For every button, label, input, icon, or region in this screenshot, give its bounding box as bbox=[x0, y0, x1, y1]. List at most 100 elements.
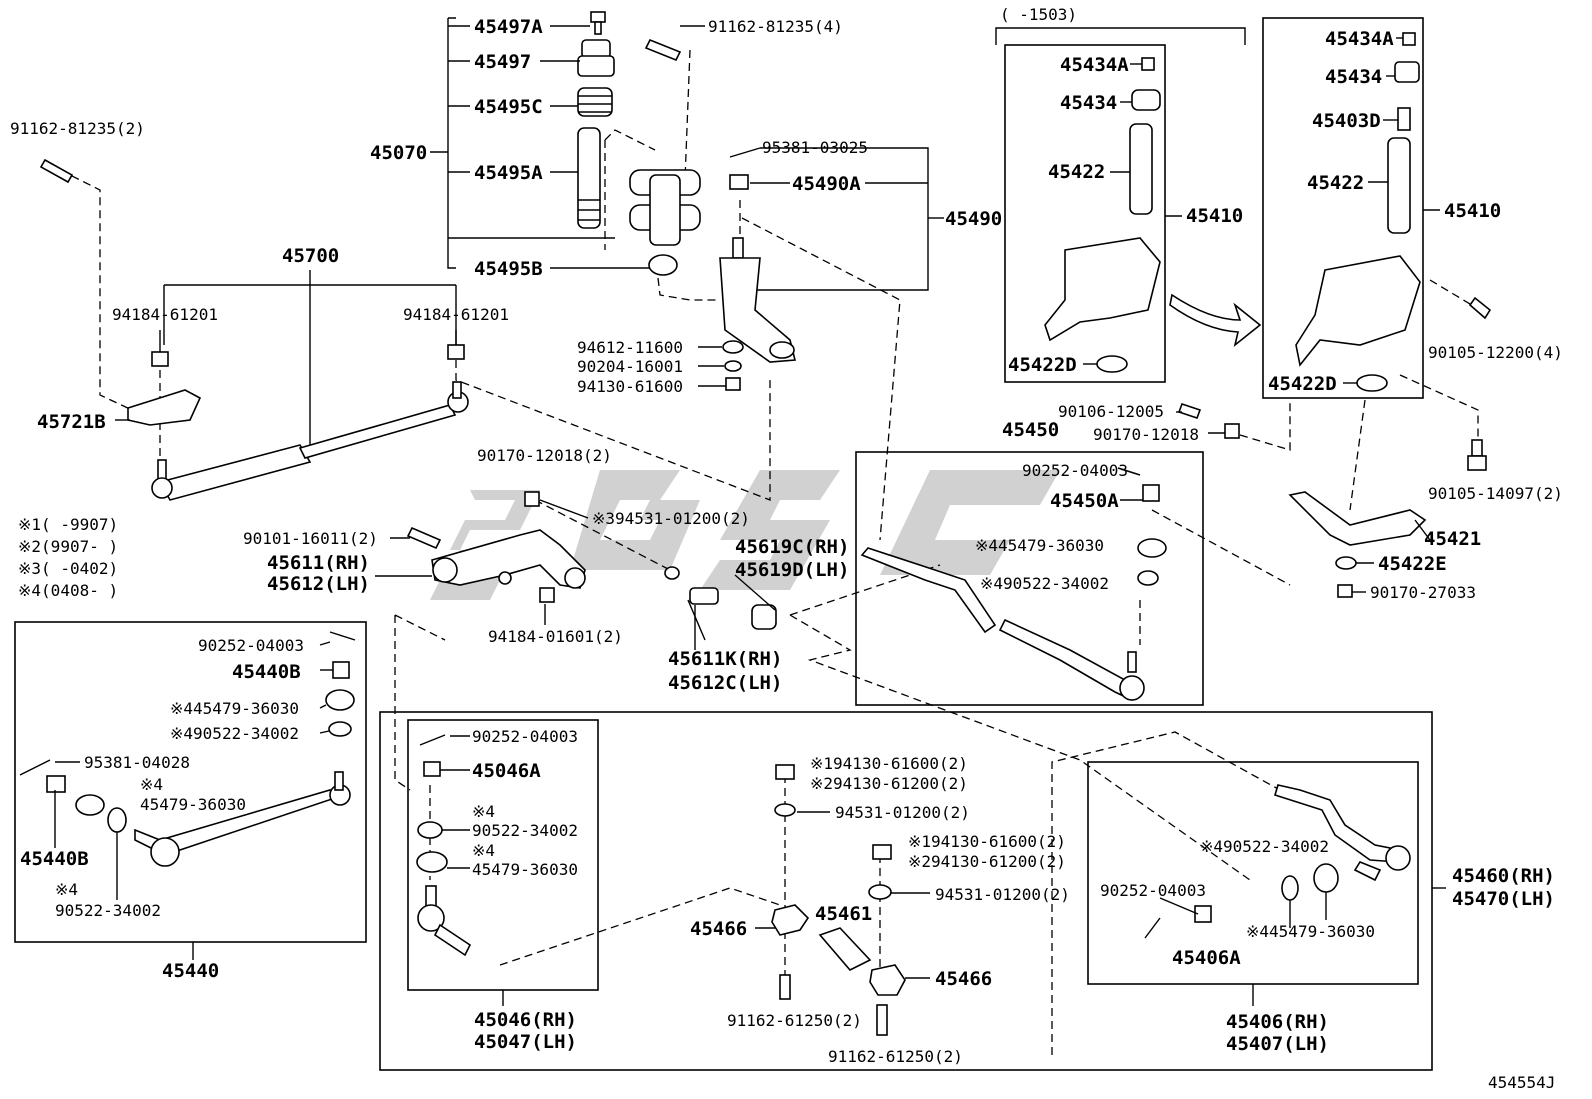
boot-icon bbox=[416, 851, 448, 873]
bolt-icon bbox=[779, 974, 791, 1000]
label-94612-11600[interactable]: 94612-11600 bbox=[577, 338, 683, 357]
label-45497A[interactable]: 45497A bbox=[474, 16, 543, 38]
label-490522-34002-b[interactable]: ※490522-34002 bbox=[1200, 837, 1329, 856]
boot-icon bbox=[1313, 863, 1339, 893]
label-90522-34002-b[interactable]: 90522-34002 bbox=[472, 821, 578, 840]
label-194130-61600-a[interactable]: ※194130-61600(2) bbox=[810, 754, 968, 773]
label-445479-36030-b[interactable]: ※445479-36030 bbox=[1246, 922, 1375, 941]
adjusting-tube-icon bbox=[818, 927, 872, 971]
label-90105-12200[interactable]: 90105-12200(4) bbox=[1428, 343, 1563, 362]
damper-bracket-icon bbox=[127, 389, 202, 426]
label-90522-34002-a[interactable]: 90522-34002 bbox=[55, 901, 161, 920]
label-45495B[interactable]: 45495B bbox=[474, 258, 543, 280]
label-91162-61250-b[interactable]: 91162-61250(2) bbox=[828, 1047, 963, 1066]
label-45422-right[interactable]: 45422 bbox=[1307, 172, 1364, 194]
label-45422D-left[interactable]: 45422D bbox=[1008, 354, 1077, 376]
label-94184-61201-right[interactable]: 94184-61201 bbox=[403, 305, 509, 324]
label-45495C[interactable]: 45495C bbox=[474, 96, 543, 118]
label-45612-lh[interactable]: 45612(LH) bbox=[267, 573, 370, 595]
washer-icon bbox=[774, 803, 796, 817]
label-45619D-lh[interactable]: 45619D(LH) bbox=[735, 559, 849, 581]
label-45422E[interactable]: 45422E bbox=[1378, 553, 1447, 575]
label-45421[interactable]: 45421 bbox=[1424, 528, 1481, 550]
nut-icon bbox=[729, 174, 749, 190]
bolt-icon bbox=[876, 1004, 888, 1036]
label-45410-right[interactable]: 45410 bbox=[1444, 200, 1501, 222]
label-45611-rh[interactable]: 45611(RH) bbox=[267, 552, 370, 574]
label-4-45479-36030[interactable]: ※445479-36030 bbox=[170, 699, 299, 718]
label-45490[interactable]: 45490 bbox=[945, 208, 1002, 230]
label-90170-27033[interactable]: 90170-27033 bbox=[1370, 583, 1476, 602]
label-45466-right[interactable]: 45466 bbox=[935, 968, 992, 990]
label-94531-01200-a[interactable]: 94531-01200(2) bbox=[835, 803, 970, 822]
label-45407-lh[interactable]: 45407(LH) bbox=[1226, 1033, 1329, 1055]
label-45434-right[interactable]: 45434 bbox=[1325, 66, 1382, 88]
cotter-pin-icon bbox=[19, 759, 51, 776]
label-45046-rh[interactable]: 45046(RH) bbox=[474, 1009, 577, 1031]
label-90204-16001[interactable]: 90204-16001 bbox=[577, 357, 683, 376]
bolt-icon bbox=[39, 158, 74, 184]
label-45422-left[interactable]: 45422 bbox=[1048, 161, 1105, 183]
label-45440B-top[interactable]: 45440B bbox=[232, 661, 301, 683]
label-4-90522-34002[interactable]: ※490522-34002 bbox=[170, 724, 299, 743]
label-45047-lh[interactable]: 45047(LH) bbox=[474, 1031, 577, 1053]
label-45406A[interactable]: 45406A bbox=[1172, 947, 1241, 969]
label-45497[interactable]: 45497 bbox=[474, 51, 531, 73]
label-45612C-lh[interactable]: 45612C(LH) bbox=[668, 672, 782, 694]
label-45434-left[interactable]: 45434 bbox=[1060, 92, 1117, 114]
label-45406-rh[interactable]: 45406(RH) bbox=[1226, 1011, 1329, 1033]
label-394531-01200[interactable]: ※394531-01200(2) bbox=[592, 509, 750, 528]
label-45450A[interactable]: 45450A bbox=[1050, 490, 1119, 512]
label-95381-04028[interactable]: 95381-04028 bbox=[84, 753, 190, 772]
label-91162-81235-2[interactable]: 91162-81235(2) bbox=[10, 119, 145, 138]
label-294130-61200-a[interactable]: ※294130-61200(2) bbox=[810, 774, 968, 793]
label-45461[interactable]: 45461 bbox=[815, 903, 872, 925]
label-90105-14097[interactable]: 90105-14097(2) bbox=[1428, 484, 1563, 503]
label-90170-12018-2[interactable]: 90170-12018(2) bbox=[477, 446, 612, 465]
label-294130-61200-b[interactable]: ※294130-61200(2) bbox=[908, 852, 1066, 871]
label-490522-34002-a[interactable]: ※490522-34002 bbox=[980, 574, 1109, 593]
label-94531-01200-b[interactable]: 94531-01200(2) bbox=[935, 885, 1070, 904]
label-90252-04003-b[interactable]: 90252-04003 bbox=[198, 636, 304, 655]
nut-icon bbox=[332, 661, 350, 679]
label-45046A[interactable]: 45046A bbox=[472, 760, 541, 782]
label-45700[interactable]: 45700 bbox=[282, 245, 339, 267]
label-90101-16011[interactable]: 90101-16011(2) bbox=[243, 529, 378, 548]
label-91162-81235-4[interactable]: 91162-81235(4) bbox=[708, 17, 843, 36]
label-90252-04003-a[interactable]: 90252-04003 bbox=[1022, 461, 1128, 480]
label-45403D[interactable]: 45403D bbox=[1312, 110, 1381, 132]
label-45470-lh[interactable]: 45470(LH) bbox=[1452, 888, 1555, 910]
label-45460-rh[interactable]: 45460(RH) bbox=[1452, 865, 1555, 887]
label-90106-12005[interactable]: 90106-12005 bbox=[1058, 402, 1164, 421]
label-94130-61600[interactable]: 94130-61600 bbox=[577, 377, 683, 396]
label-94184-01601[interactable]: 94184-01601(2) bbox=[488, 627, 623, 646]
label-45479-36030-a[interactable]: 45479-36030 bbox=[140, 795, 246, 814]
label-45619C-rh[interactable]: 45619C(RH) bbox=[735, 536, 849, 558]
label-90170-12018[interactable]: 90170-12018 bbox=[1093, 425, 1199, 444]
label-45466-left[interactable]: 45466 bbox=[690, 918, 747, 940]
label-45721B[interactable]: 45721B bbox=[37, 411, 106, 433]
label-45495A[interactable]: 45495A bbox=[474, 162, 543, 184]
label-45410-left[interactable]: 45410 bbox=[1186, 205, 1243, 227]
label-91162-61250-a[interactable]: 91162-61250(2) bbox=[727, 1011, 862, 1030]
label-45490A[interactable]: 45490A bbox=[792, 173, 861, 195]
label-45434A-right[interactable]: 45434A bbox=[1325, 28, 1394, 50]
label-45070[interactable]: 45070 bbox=[370, 142, 427, 164]
nut-icon bbox=[539, 587, 555, 603]
label-90252-04003-c[interactable]: 90252-04003 bbox=[472, 727, 578, 746]
applicability-notes: ※1( -9907) ※2(9907- ) ※3( -0402) ※4(0408… bbox=[18, 515, 118, 600]
label-445479-36030-a[interactable]: ※445479-36030 bbox=[975, 536, 1104, 555]
label-45434A-left[interactable]: 45434A bbox=[1060, 54, 1129, 76]
label-90252-04003-d[interactable]: 90252-04003 bbox=[1100, 881, 1206, 900]
label-45479-36030-b[interactable]: 45479-36030 bbox=[472, 860, 578, 879]
label-45450[interactable]: 45450 bbox=[1002, 419, 1059, 441]
label-94184-61201-left[interactable]: 94184-61201 bbox=[112, 305, 218, 324]
label-95381-03025[interactable]: 95381-03025 bbox=[762, 138, 868, 157]
tie-rod-end-icon bbox=[134, 771, 351, 867]
label-45440[interactable]: 45440 bbox=[162, 960, 219, 982]
label-194130-61600-b[interactable]: ※194130-61600(2) bbox=[908, 832, 1066, 851]
label-45440B-bottom[interactable]: 45440B bbox=[20, 848, 89, 870]
label-45611K-rh[interactable]: 45611K(RH) bbox=[668, 648, 782, 670]
shaft-icon bbox=[577, 127, 601, 229]
label-45422D-right[interactable]: 45422D bbox=[1268, 373, 1337, 395]
